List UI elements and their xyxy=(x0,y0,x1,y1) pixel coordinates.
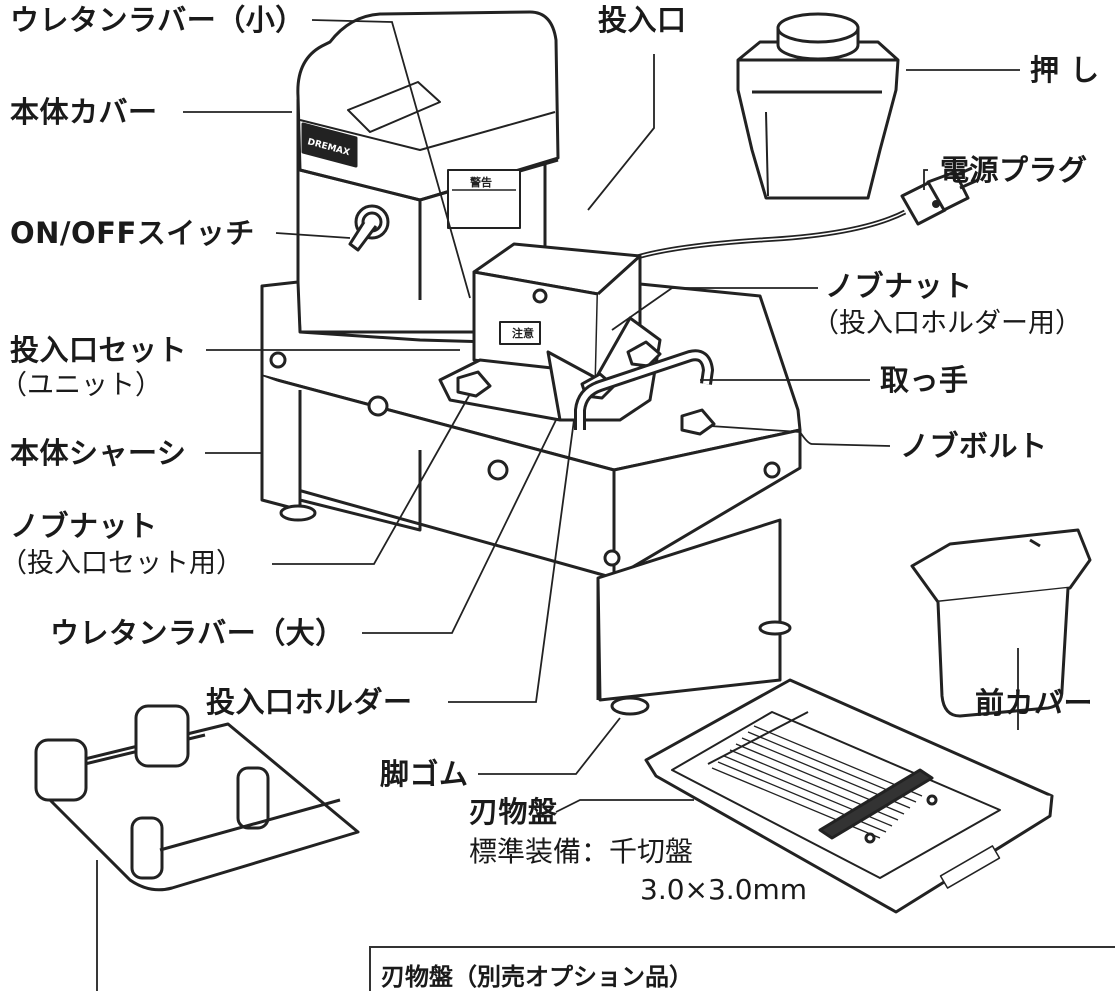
chassis-part xyxy=(260,280,802,702)
rubber-feet xyxy=(279,504,792,716)
label-urethane-rubber-small: ウレタンラバー（小） xyxy=(10,3,305,37)
label-front-cover: 前カバー xyxy=(975,686,1094,720)
handle-part xyxy=(574,349,714,430)
label-knob-nut-holder: ノブナット xyxy=(825,269,973,303)
power-cord xyxy=(610,209,907,271)
label-inlet-holder: 投入口ホルダー xyxy=(206,685,413,719)
label-chassis: 本体シャーシ xyxy=(10,436,187,470)
label-inlet-set-sub: （ユニット） xyxy=(0,370,162,401)
label-knob-nut-set: ノブナット xyxy=(10,509,158,543)
label-blade-plate: 刃物盤 xyxy=(469,795,558,829)
label-knob-bolt: ノブボルト xyxy=(900,429,1048,463)
label-urethane-rubber-large: ウレタンラバー（大） xyxy=(50,616,345,650)
option-blade-plate-box: 刃物盤（別売オプション品） xyxy=(369,946,1115,991)
body-cover-part xyxy=(296,10,560,334)
label-on-off-switch: ON/OFFスイッチ xyxy=(10,216,255,250)
label-handle: 取っ手 xyxy=(880,363,969,397)
label-body-cover: 本体カバー xyxy=(10,95,158,129)
stand-part xyxy=(34,704,360,892)
option-blade-plate-title: 刃物盤（別売オプション品） xyxy=(381,963,693,991)
label-knob-nut-set-sub: （投入口セット用） xyxy=(0,548,243,579)
label-rubber-feet: 脚ゴム xyxy=(380,757,469,791)
label-standard-size: 3.0×3.0mm xyxy=(640,873,808,906)
blade-plate-part xyxy=(644,678,1054,914)
label-knob-nut-holder-sub: （投入口ホルダー用） xyxy=(812,308,1082,339)
label-inlet-set: 投入口セット xyxy=(10,333,188,367)
label-standard-equipment: 標準装備：千切盤 xyxy=(469,835,694,868)
warning-decal: 警告 xyxy=(469,175,492,189)
power-plug xyxy=(900,166,979,226)
label-pusher: 押 し xyxy=(1030,53,1100,87)
leader-lines xyxy=(96,19,1020,991)
pusher-part xyxy=(736,12,900,200)
label-power-plug: 電源プラグ xyxy=(940,153,1088,187)
caution-decal: 注意 xyxy=(512,326,534,340)
label-inlet: 投入口 xyxy=(598,3,687,37)
front-cover-part xyxy=(910,528,1092,718)
